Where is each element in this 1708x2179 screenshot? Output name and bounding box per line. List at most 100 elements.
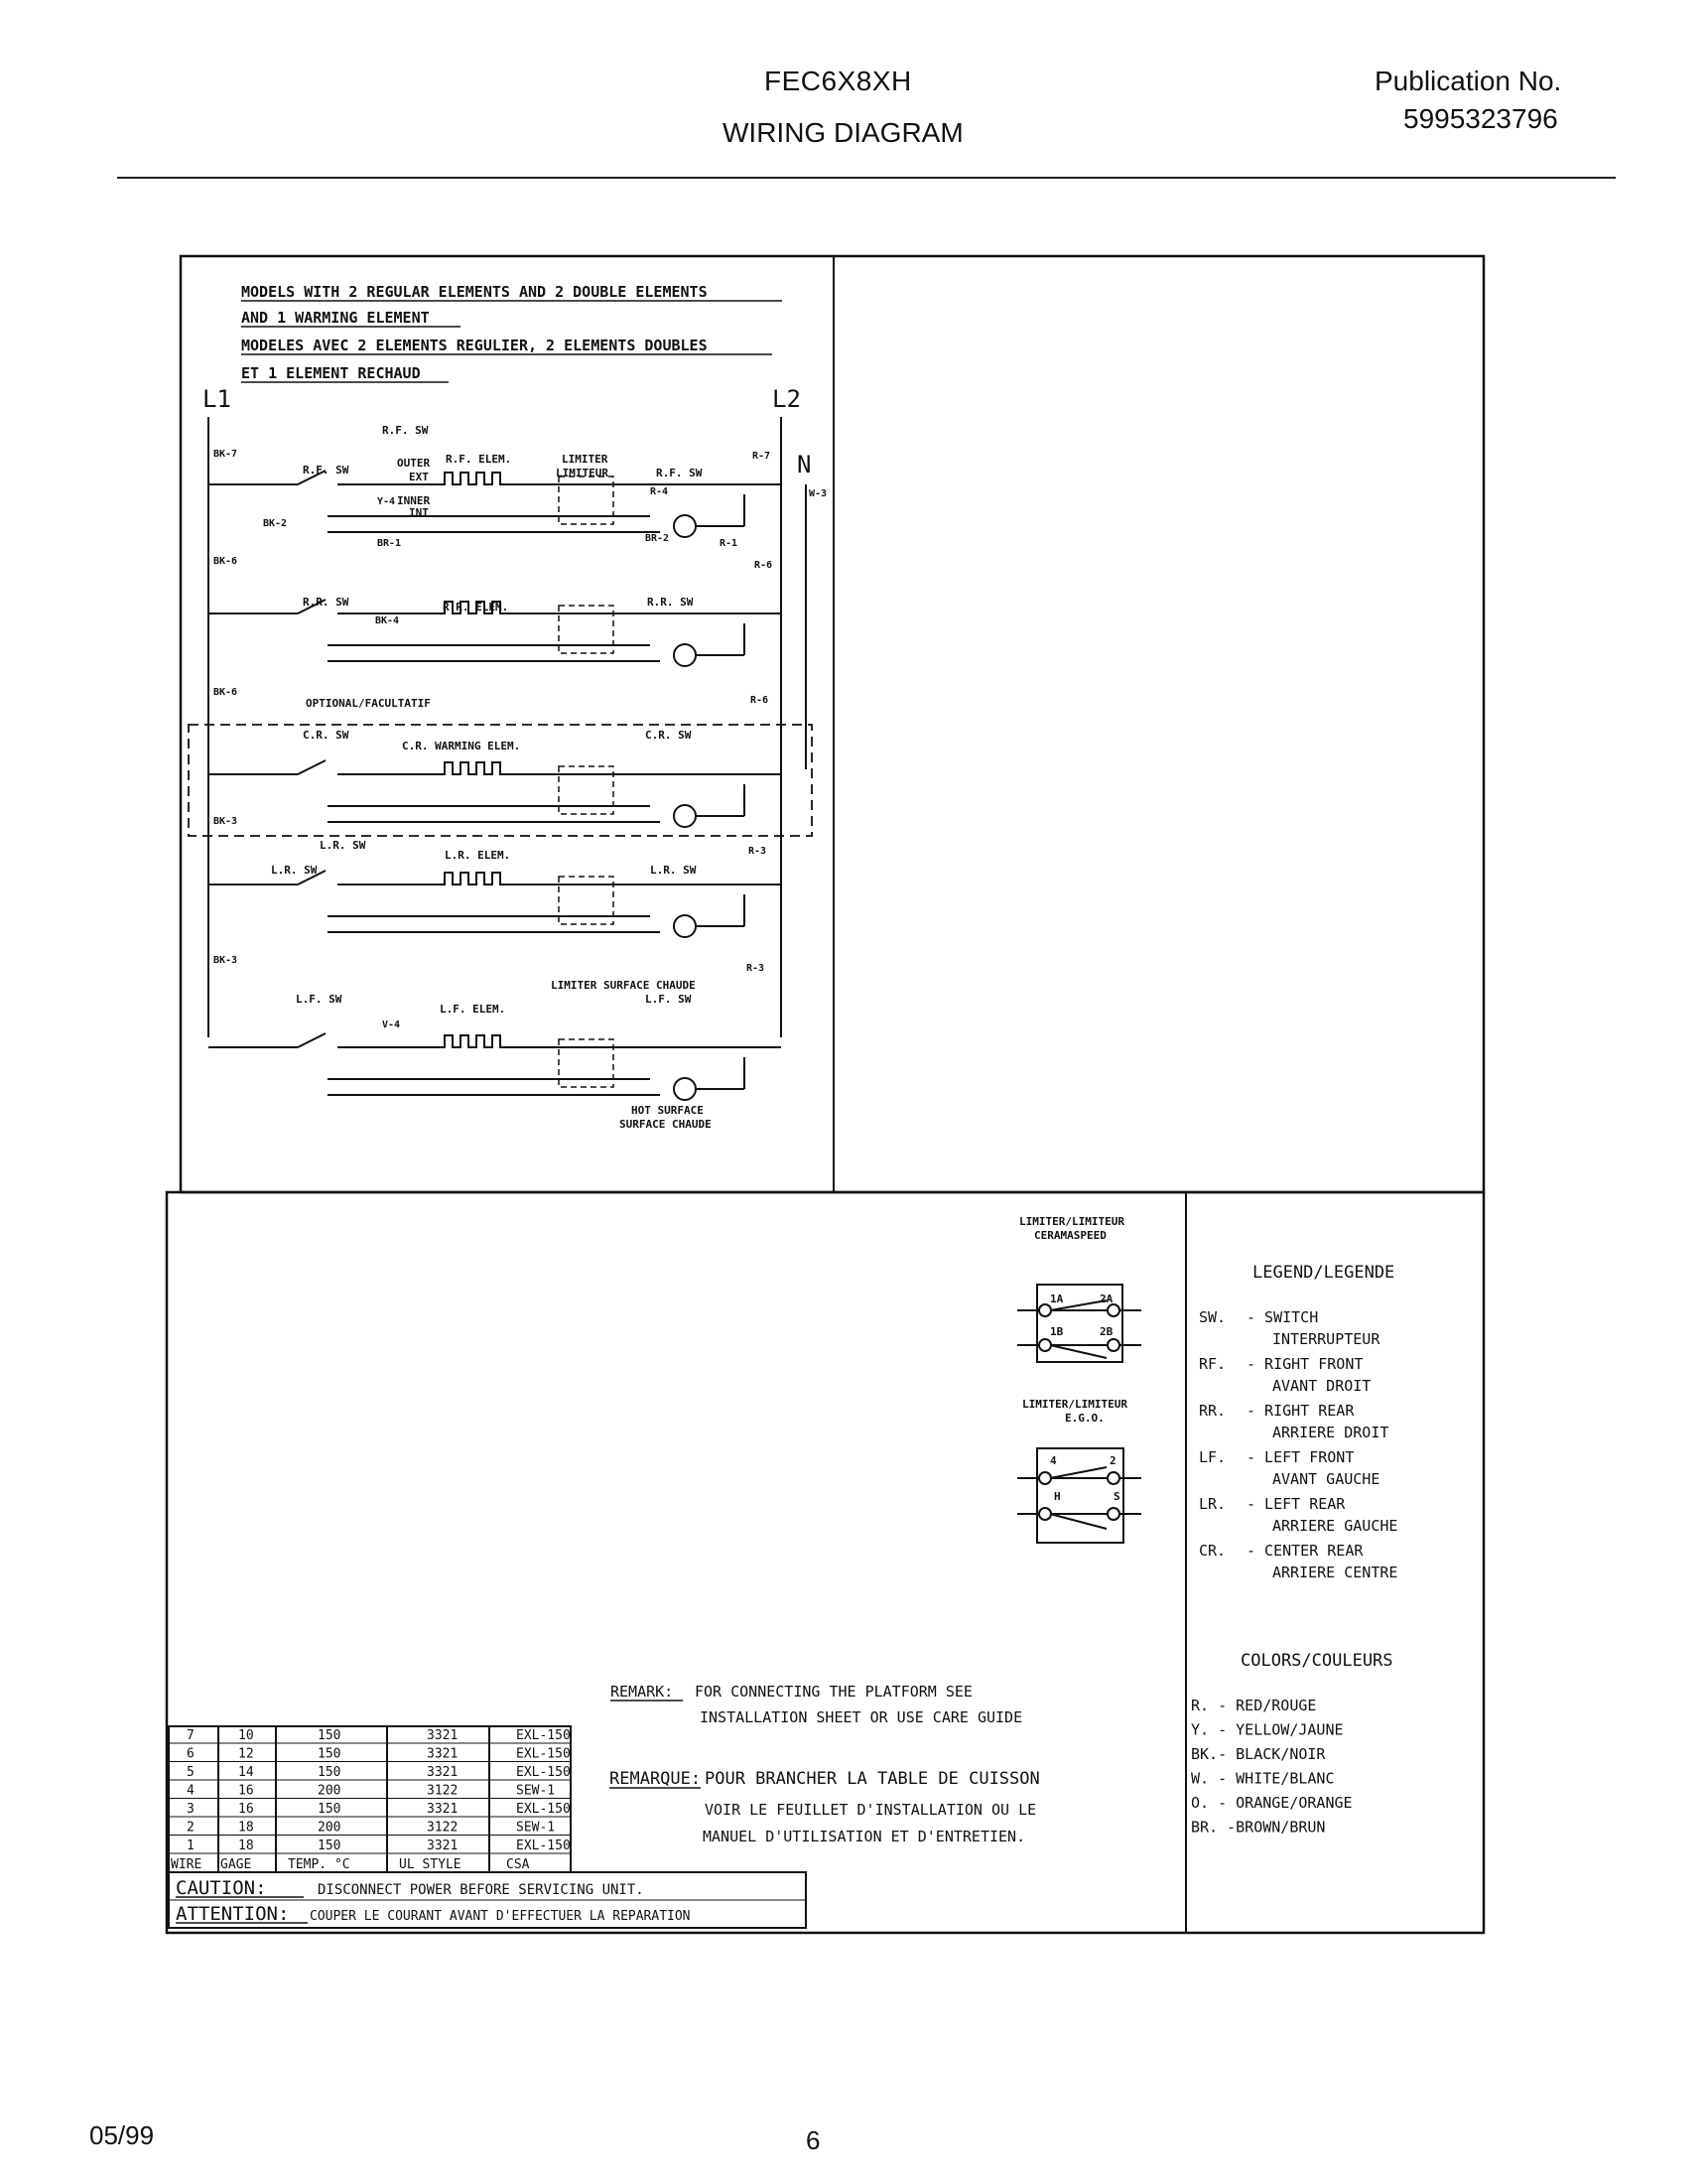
legend-code: LR. xyxy=(1199,1495,1226,1513)
int-label: INT xyxy=(409,506,429,519)
legend-text-fr: ARRIERE DROIT xyxy=(1272,1424,1388,1441)
limiter-box xyxy=(558,765,614,815)
wire-label: BK-3 xyxy=(213,955,237,966)
circuit-lr xyxy=(208,870,781,938)
wire-label: BK-7 xyxy=(213,449,237,460)
wire-table-cell: 3122 xyxy=(427,1821,458,1836)
color-item: BR. -BROWN/BRUN xyxy=(1191,1819,1325,1837)
caution-text: DISCONNECT POWER BEFORE SERVICING UNIT. xyxy=(318,1882,644,1898)
wire-table-cell: 150 xyxy=(318,1765,340,1780)
inner-label: INNER xyxy=(397,494,430,507)
ego-limiter-symbol xyxy=(1017,1447,1141,1544)
circuit-rf xyxy=(208,470,781,538)
bus-label-n: N xyxy=(797,451,811,478)
wire-table-cell: 4 xyxy=(187,1784,195,1799)
wire-label: W-3 xyxy=(809,488,827,499)
limiter-surface-chaude-label: LIMITER SURFACE CHAUDE xyxy=(551,979,696,992)
wire-table-cell: 3321 xyxy=(427,1747,458,1762)
wire-table-cell: 16 xyxy=(238,1784,254,1799)
rf-switch-label: R.F. SW xyxy=(303,464,349,477)
ceramaspeed-title-1: LIMITER/LIMITEUR xyxy=(1019,1215,1124,1228)
color-item: Y. - YELLOW/JAUNE xyxy=(1191,1721,1344,1739)
wire-label: R-3 xyxy=(746,963,764,974)
cr-element-label: C.R. WARMING ELEM. xyxy=(402,740,520,752)
remark-fr-line-3: MANUEL D'UTILISATION ET D'ENTRETIEN. xyxy=(703,1828,1025,1845)
page-number: 6 xyxy=(806,2125,821,2155)
schematic-heading-fr-1: MODELES AVEC 2 ELEMENTS REGULIER, 2 ELEM… xyxy=(241,337,708,354)
limiter-box xyxy=(558,876,614,925)
wire-table-cell: 3321 xyxy=(427,1802,458,1817)
heating-element-coil xyxy=(437,601,526,614)
legend-text: - SWITCH xyxy=(1247,1308,1318,1326)
pilot-lamp xyxy=(673,643,697,667)
wire-table-cell: 7 xyxy=(187,1728,195,1743)
wire-table-cell: 12 xyxy=(238,1747,254,1762)
wire-table-cell: 2 xyxy=(187,1821,195,1836)
wire-table-cell: 3321 xyxy=(427,1728,458,1743)
lr-switch-top-label: L.R. SW xyxy=(320,839,366,852)
wire-table-cell: 150 xyxy=(318,1747,340,1762)
pilot-lamp xyxy=(673,804,697,828)
wire-table-cell: EXL-150 xyxy=(516,1747,571,1762)
heating-element-coil xyxy=(437,472,526,485)
legend-text-fr: INTERRUPTEUR xyxy=(1272,1330,1380,1348)
wire-table-cell: 150 xyxy=(318,1728,340,1743)
lf-switch-label: L.F. SW xyxy=(296,993,342,1006)
rr-switch-label: R.R. SW xyxy=(303,596,349,609)
caution-box xyxy=(168,1871,807,1929)
remark-en-label: REMARK: xyxy=(610,1683,673,1701)
legend-text: - RIGHT REAR xyxy=(1247,1402,1355,1420)
limiter-label: LIMITER xyxy=(562,453,608,466)
outer-label: OUTER xyxy=(397,457,430,470)
optional-label: OPTIONAL/FACULTATIF xyxy=(306,697,431,710)
switch-contact xyxy=(297,470,327,485)
remark-fr-line-2: VOIR LE FEUILLET D'INSTALLATION OU LE xyxy=(705,1801,1036,1819)
wire-table-cell: 16 xyxy=(238,1802,254,1817)
model-number: FEC6X8XH xyxy=(764,66,912,96)
wire-label: BK-4 xyxy=(375,615,399,626)
legend-title: LEGEND/LEGENDE xyxy=(1252,1263,1394,1283)
pilot-lamp xyxy=(673,914,697,938)
wire-label: V-4 xyxy=(382,1020,400,1030)
wire-table-cell: 150 xyxy=(318,1802,340,1817)
wire-table-cell: 200 xyxy=(318,1784,340,1799)
bus-label-l2: L2 xyxy=(772,385,801,413)
ego-title-1: LIMITER/LIMITEUR xyxy=(1022,1398,1127,1411)
wire-table-cell: 1 xyxy=(187,1839,195,1853)
pilot-lamp xyxy=(673,1077,697,1101)
wire-table-cell: 150 xyxy=(318,1839,340,1853)
remark-fr-label: REMARQUE: xyxy=(609,1769,701,1789)
wire-label: BK-2 xyxy=(263,518,287,529)
lf-element-label: L.F. ELEM. xyxy=(440,1003,505,1016)
wire-label: R-7 xyxy=(752,451,770,462)
limiter-box xyxy=(558,605,614,654)
wire-label: BR-2 xyxy=(645,533,669,544)
wire-label: R-1 xyxy=(720,538,737,549)
wire-table-cell: SEW-1 xyxy=(516,1821,555,1836)
wire-label: R-3 xyxy=(748,846,766,857)
legend-text-fr: AVANT DROIT xyxy=(1272,1377,1371,1395)
wire-table-cell: 200 xyxy=(318,1821,340,1836)
caution-label: CAUTION: xyxy=(176,1877,267,1899)
switch-contact xyxy=(297,870,327,885)
attention-label: ATTENTION: xyxy=(176,1903,289,1925)
lr-switch-label: L.R. SW xyxy=(271,864,318,877)
remark-en-line-1: FOR CONNECTING THE PLATFORM SEE xyxy=(695,1683,973,1701)
wire-table-header: TEMP. °C xyxy=(288,1857,350,1872)
wire-table-cell: SEW-1 xyxy=(516,1784,555,1799)
diagram-frame xyxy=(165,254,1486,1935)
wire-table-cell: EXL-150 xyxy=(516,1728,571,1743)
limiter-box xyxy=(558,1038,614,1088)
wire-table-cell: 18 xyxy=(238,1839,254,1853)
publication-label: Publication No. xyxy=(1375,66,1562,96)
limiteur-label: LIMITEUR xyxy=(556,467,608,479)
attention-text: COUPER LE COURANT AVANT D'EFFECTUER LA R… xyxy=(310,1909,691,1924)
surface-chaude-label: SURFACE CHAUDE xyxy=(619,1118,712,1131)
wire-label: BK-6 xyxy=(213,687,237,698)
remark-en-line-2: INSTALLATION SHEET OR USE CARE GUIDE xyxy=(700,1708,1022,1726)
ego-terminal-s: S xyxy=(1114,1490,1120,1503)
ceramaspeed-title-2: CERAMASPEED xyxy=(1034,1229,1107,1242)
schematic-heading-fr-2: ET 1 ELEMENT RECHAUD xyxy=(241,364,421,382)
